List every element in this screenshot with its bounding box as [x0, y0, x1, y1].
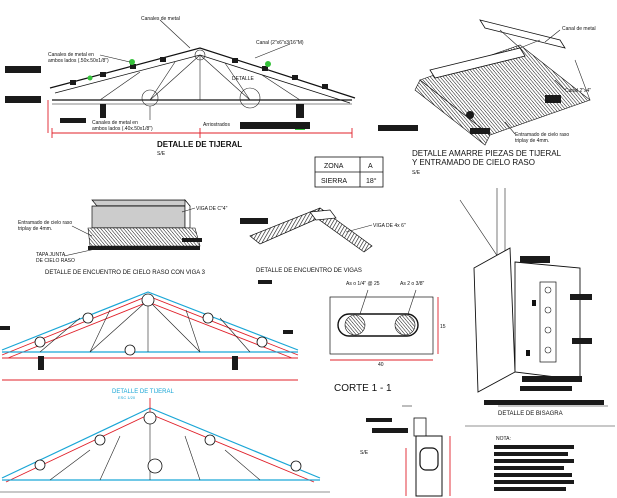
scale-detalle-amarre: S/E: [412, 170, 421, 176]
label-entramado-left-2: triplay de 4mm.: [18, 226, 52, 232]
truss-cyan-lower: [0, 398, 330, 493]
scale-tijeral-small: ESC 1/20: [118, 395, 136, 400]
scale-bottom: S/E: [360, 450, 369, 456]
title-detalle-amarre-2: Y ENTRAMADO DE CIELO RASO: [412, 158, 535, 167]
label-viga-2: VIGA DE 4x 6": [373, 223, 406, 229]
detalle-bottom-mid: S/E: [360, 405, 451, 497]
label-corte-dim-bottom: 40: [378, 362, 384, 368]
detalle-bisagra: DETALLE DE BISAGRA: [459, 188, 615, 427]
label-tapa-junta-2: DE CIELO RASO: [36, 258, 75, 264]
label-corte-dim-1: As o 1/4" @ 25: [346, 281, 380, 287]
label-chapa-metal: Canales de metal: [141, 16, 180, 22]
label-arriostrados: Arriostrados: [203, 122, 230, 128]
label-detalle-a: DETALLE: [232, 76, 255, 82]
table-sierra-key: SIERRA: [321, 178, 347, 185]
title-tijeral-small: DETALLE DE TIJERAL: [112, 389, 174, 395]
detalle-encuentro-vigas: VIGA DE 4x 6" DETALLE DE ENCUENTRO DE VI…: [249, 207, 406, 284]
zona-table: ZONA A SIERRA 18°: [314, 156, 384, 188]
title-corte: CORTE 1 - 1: [334, 383, 392, 394]
label-canal-metal-iso: Canal de metal: [562, 26, 596, 32]
table-zona-val: A: [368, 163, 373, 170]
label-canales-bot-2: ambos lados (.40x.50x1/8"): [92, 126, 153, 132]
corte-1-1: As o 1/4" @ 25 As 2 o 3/8" 15 40 CORTE 1…: [329, 281, 446, 394]
label-canales-top-1: Canales de metal en: [48, 52, 94, 58]
title-encuentro-cielo: DETALLE DE ENCUENTRO DE CIELO RASO CON V…: [45, 270, 206, 276]
label-nota: NOTA:: [496, 436, 511, 442]
detalle-amarre-iso: Canal de metal Canal 2"x4" Entramado de …: [378, 19, 596, 176]
label-canales-bot-1: Canales de metal en: [92, 120, 138, 126]
label-canal-2: Canal 2"x4": [565, 88, 591, 94]
label-tapa-junta-1: TAPA JUNTA: [36, 252, 66, 258]
detalle-encuentro-cielo: VIGA DE C"4" Entramado de cielo raso tri…: [18, 199, 268, 276]
scale-detalle-tijeral: S/E: [157, 151, 166, 157]
table-zona-key: ZONA: [324, 163, 344, 170]
label-entramado-1: Entramado de cielo raso: [515, 132, 569, 138]
table-sierra-val: 18°: [366, 177, 377, 185]
title-encuentro-vigas: DETALLE DE ENCUENTRO DE VIGAS: [256, 268, 362, 274]
label-corte-dim-2: As 2 o 3/8": [400, 281, 425, 287]
label-canales-top-2: ambos lados (.50x.50x1/8"): [48, 58, 109, 64]
title-detalle-amarre-1: DETALLE AMARRE PIEZAS DE TIJERAL: [412, 149, 562, 158]
label-viga-1: VIGA DE C"4": [196, 206, 228, 212]
detalle-tijeral-top: Canales de metal Canales de metal en amb…: [5, 16, 356, 157]
title-detalle-tijeral: DETALLE DE TIJERAL: [157, 140, 242, 149]
label-entramado-2: triplay de 4mm.: [515, 138, 549, 144]
label-corte-dim-side: 15: [440, 324, 446, 330]
label-canal-right: Canal (2"x6"x3/16"M): [256, 40, 304, 46]
truss-cyan-upper: DETALLE DE TIJERAL ESC 1/20: [0, 291, 299, 400]
title-bisagra: DETALLE DE BISAGRA: [498, 411, 563, 417]
notas: NOTA:: [494, 436, 574, 491]
label-entramado-left-1: Entramado de cielo raso: [18, 220, 72, 226]
